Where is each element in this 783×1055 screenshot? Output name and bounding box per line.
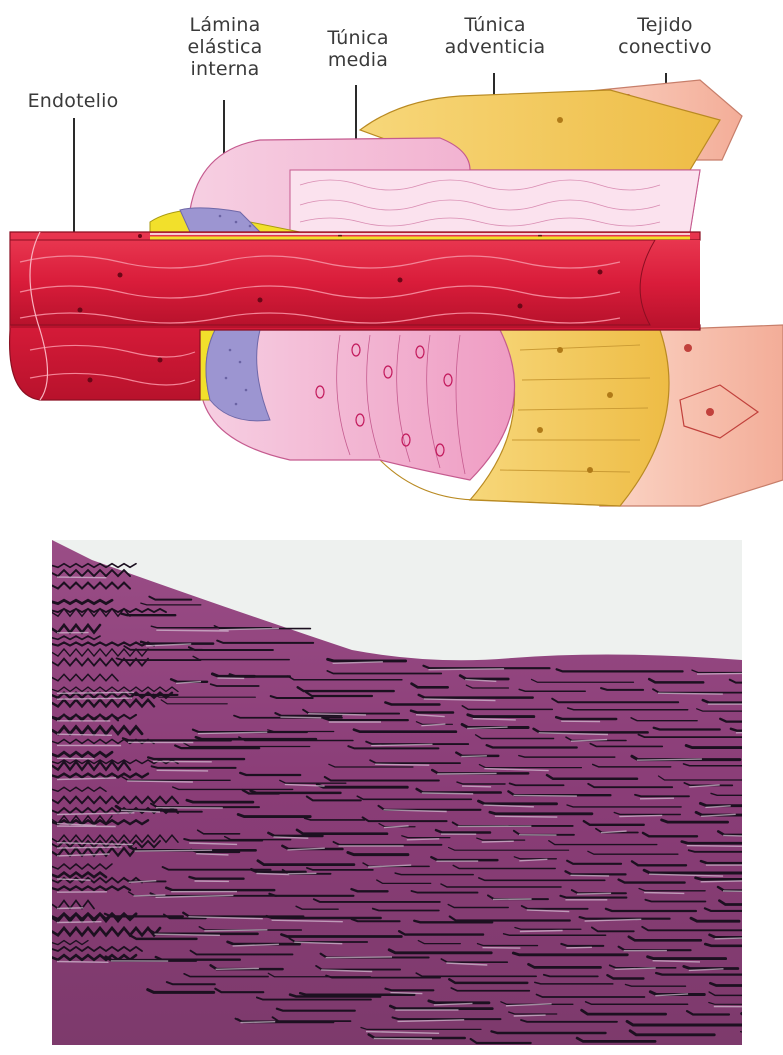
- artery-wall-diagram: [0, 0, 783, 530]
- elastic-fiber: [490, 812, 592, 814]
- collagen-fiber: [462, 786, 491, 787]
- label-tunica-media: Túnica media: [298, 27, 418, 71]
- collagen-fiber: [156, 630, 228, 631]
- collagen-fiber: [375, 764, 429, 765]
- collagen-fiber: [216, 968, 259, 969]
- collagen-fiber: [217, 678, 244, 679]
- collagen-fiber: [644, 893, 684, 894]
- collagen-fiber: [513, 795, 577, 796]
- collagen-fiber: [374, 1039, 432, 1040]
- collagen-fiber: [422, 793, 474, 794]
- collagen-fiber: [57, 758, 94, 759]
- collagen-fiber: [640, 798, 674, 799]
- collagen-fiber: [204, 930, 267, 931]
- collagen-fiber: [461, 756, 487, 757]
- elastic-fiber: [696, 878, 742, 880]
- collagen-fiber: [658, 693, 723, 694]
- label-lamina-elastica-interna: Lámina elástica interna: [160, 14, 290, 80]
- collagen-fiber: [134, 895, 166, 896]
- collagen-fiber: [57, 922, 102, 923]
- collagen-fiber: [495, 816, 557, 817]
- collagen-fiber: [390, 993, 422, 994]
- collagen-fiber: [723, 891, 742, 892]
- collagen-fiber: [437, 773, 496, 774]
- elastic-fiber: [328, 659, 406, 661]
- collagen-fiber: [520, 931, 563, 932]
- collagen-fiber: [483, 948, 521, 949]
- collagen-fiber: [57, 962, 109, 963]
- collagen-fiber: [57, 577, 106, 578]
- collagen-fiber: [135, 850, 213, 851]
- collagen-fiber: [571, 875, 610, 876]
- collagen-fiber: [514, 1015, 546, 1016]
- collagen-fiber: [429, 669, 505, 670]
- collagen-fiber: [57, 692, 134, 693]
- collagen-fiber: [241, 1022, 276, 1023]
- collagen-fiber: [407, 839, 439, 840]
- histology-micrograph: [52, 540, 742, 1045]
- collagen-fiber: [482, 841, 514, 842]
- elastic-fiber: [682, 842, 742, 844]
- collagen-fiber: [326, 957, 392, 958]
- collagen-fiber: [288, 873, 317, 874]
- label-tunica-adventicia: Túnica adventicia: [420, 14, 570, 58]
- collagen-fiber: [157, 770, 209, 771]
- collagen-fiber: [280, 717, 321, 718]
- collagen-fiber: [57, 908, 83, 909]
- collagen-fiber: [566, 947, 592, 948]
- collagen-fiber: [57, 847, 122, 848]
- label-tejido-conectivo: Tejido conectivo: [590, 14, 740, 58]
- collagen-fiber: [577, 893, 611, 894]
- label-endotelio: Endotelio: [8, 90, 138, 112]
